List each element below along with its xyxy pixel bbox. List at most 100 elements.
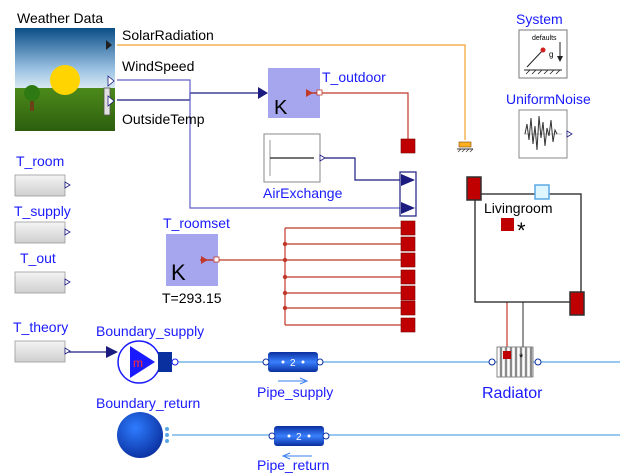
toutdoor-output-line [320,92,409,140]
boundary-return-body [117,412,163,458]
radiator-radiative-port[interactable]: * [519,352,524,364]
t-supply-label: T_supply [14,203,71,219]
airexchange-output-line [320,157,400,181]
wind-to-airexchange-line [117,79,400,209]
pipe-return-port-b[interactable] [322,432,330,440]
livingroom-convective-port[interactable] [501,218,514,231]
output-t-theory[interactable]: T_theory [13,319,71,363]
air-exchange-label: AirExchange [263,185,343,201]
t-supply-body [14,221,66,244]
signal-input-bank[interactable] [399,171,417,217]
t-out-port[interactable] [64,278,71,286]
radiator-block[interactable]: * Radiator [482,346,543,402]
heat-port-2[interactable] [400,236,416,252]
livingroom-radiative-port[interactable]: * [517,218,526,243]
boundary-supply-input-port[interactable] [106,346,118,358]
solar-output-port[interactable] [106,40,112,50]
livingroom-fluid-port[interactable] [534,184,550,200]
output-t-room[interactable]: T_room [14,153,71,197]
outdoor-heat-port[interactable] [400,138,416,154]
system-pendulum [526,49,544,68]
pipe-return-block[interactable]: 2 Pipe_return [257,426,330,473]
t-theory-port[interactable] [64,347,71,355]
heat-port-1[interactable] [400,220,416,236]
pipe-supply-body [268,352,318,372]
temp-to-toutdoor-line [117,92,258,101]
wind-output-port[interactable] [107,75,115,87]
boundary-return-block[interactable]: Boundary_return [96,395,200,458]
t-outdoor-label: T_outdoor [322,69,386,85]
radiator-port-b[interactable] [534,358,542,366]
t-outdoor-output-port[interactable] [316,89,323,96]
livingroom-right-heat-port[interactable] [569,291,585,316]
t-room-body [14,174,66,197]
livingroom-left-heat-port[interactable] [466,176,482,201]
solar-input-port[interactable] [457,141,474,153]
uniform-noise-block[interactable]: UniformNoise [506,91,591,159]
system-block[interactable]: System defaults g [516,11,568,79]
output-t-out[interactable]: T_out [14,250,71,294]
temp-output-port[interactable] [107,95,115,107]
t-supply-port[interactable] [64,228,71,236]
output-t-supply[interactable]: T_supply [14,203,71,244]
t-outdoor-input-port[interactable] [258,87,268,99]
air-exchange-block[interactable]: AirExchange [263,133,343,201]
tree-icon [24,85,40,101]
system-label: System [516,11,563,27]
system-g-text: g [549,50,553,59]
radiator-convective-port[interactable] [503,351,511,359]
pipe-supply-block[interactable]: 2 Pipe_supply [257,352,333,400]
pipe-supply-glyph: 2 [290,358,296,369]
wind-speed-label: WindSpeed [122,58,194,74]
uniform-noise-output-port[interactable] [566,130,573,138]
heat-port-4[interactable] [400,269,416,285]
t-roomset-param: T=293.15 [162,290,222,306]
weather-data-title: Weather Data [17,10,103,26]
t-roomset-block[interactable]: T_roomset K T=293.15 [162,215,230,306]
pipe-return-glyph: 2 [296,432,302,443]
pipe-return-flow-arrow-head [281,452,291,460]
boundary-supply-fluid-port[interactable] [171,358,179,366]
weather-data-block[interactable]: Weather Data SolarRadiation WindSpeed Ou… [15,10,214,131]
pipe-supply-port-b[interactable] [316,358,324,366]
gravity-arrow-head [557,56,563,62]
pipe-return-label: Pipe_return [257,457,329,473]
t-roomset-output-port[interactable] [213,256,220,263]
heat-port-bank[interactable] [400,138,416,333]
solar-radiation-label: SolarRadiation [122,27,214,43]
heat-port-3[interactable] [400,252,416,268]
pipe-supply-label: Pipe_supply [257,384,333,400]
boundary-supply-glyph: m [133,356,143,370]
system-pendulum-bob [540,47,546,53]
t-room-port[interactable] [64,181,71,189]
t-theory-label: T_theory [13,319,68,335]
livingroom-block[interactable]: Livingroom * [466,176,585,316]
radiator-fins [499,347,533,377]
radiator-port-a[interactable] [488,358,496,366]
pipe-return-port-a[interactable] [268,432,276,440]
heat-port-7[interactable] [400,317,416,333]
t-roomset-arrow-head [201,256,208,264]
heat-port-6[interactable] [400,300,416,316]
heat-port-5[interactable] [400,285,416,301]
air-exchange-output-port[interactable] [319,154,326,162]
pipe-return-dot-1 [287,434,291,438]
pipe-return-body [274,426,324,446]
t-room-label: T_room [16,153,64,169]
t-outdoor-glyph: K [274,97,288,119]
pipe-supply-port-a[interactable] [262,358,270,366]
solar-connection [117,44,466,140]
pipe-supply-flow-arrow-head [299,377,309,385]
t-theory-body [14,340,66,363]
wind-input-port[interactable] [401,202,415,214]
outside-temp-label: OutsideTemp [122,111,205,127]
air-exchange-input-port[interactable] [401,174,415,186]
t-outdoor-block[interactable]: T_outdoor K [258,68,386,119]
boundary-supply-block[interactable]: Boundary_supply m [96,323,204,384]
noise-signal [524,115,558,151]
boundary-return-label: Boundary_return [96,395,200,411]
boundary-return-fluid-port[interactable] [165,427,169,443]
t-out-body [14,271,66,294]
